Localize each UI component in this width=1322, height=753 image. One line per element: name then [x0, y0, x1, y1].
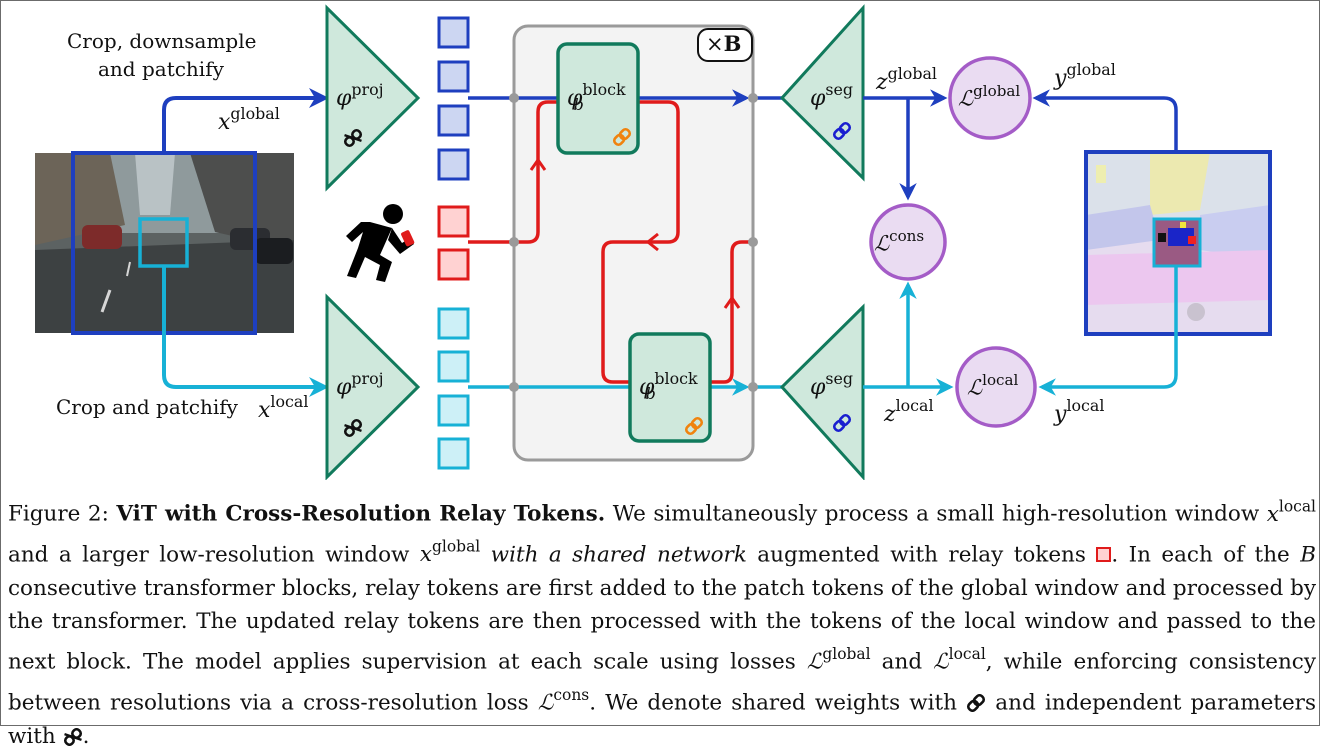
times-b-label: ×B: [706, 31, 742, 56]
segmentation-global-box: [1084, 150, 1272, 336]
global-token: [437, 148, 470, 181]
phi-seg-local-label: φseg: [810, 369, 854, 400]
phi-block-global-label: φblockb: [567, 80, 626, 115]
relay-token-path: [468, 100, 753, 384]
phi-proj-global-label: φproj: [336, 80, 384, 111]
relay-token: [437, 205, 470, 238]
local-token: [437, 394, 470, 427]
x-global-label: xglobal: [218, 104, 280, 135]
local-token: [437, 350, 470, 383]
chain-link-icon: [684, 416, 704, 436]
z-local-label: zlocal: [884, 396, 934, 427]
y-global-label: yglobal: [1054, 60, 1116, 91]
local-tokens: [437, 307, 470, 470]
relay-tokens: [437, 205, 470, 281]
phi-seg-global-label: φseg: [810, 80, 854, 111]
y-local-path: [1038, 266, 1178, 396]
loss-local-label: ℒlocal: [967, 371, 1019, 400]
global-input-path: [162, 88, 329, 153]
architecture-diagram: [35, 4, 1272, 480]
and-patchify-label: and patchify: [98, 57, 224, 81]
junction-dots: [509, 93, 758, 392]
global-token: [437, 104, 470, 137]
global-token: [437, 16, 470, 49]
y-local-label: ylocal: [1054, 396, 1105, 427]
segmentation-label-image: [1086, 152, 1270, 334]
crop-downsample-label: Crop, downsample: [67, 29, 257, 53]
figure-caption: Figure 2: ViT with Cross-Resolution Rela…: [8, 497, 1317, 749]
repeat-b-badge: [697, 28, 753, 62]
global-tokens: [437, 16, 470, 181]
broken-chain-icon: [63, 727, 82, 746]
broken-chain-icon: [343, 128, 363, 148]
z-global-label: zglobal: [876, 64, 937, 95]
crop-and-patchify-label: Crop and patchify: [56, 395, 238, 419]
local-input-path: [162, 266, 329, 397]
relay-token: [437, 248, 470, 281]
chain-link-icon: [612, 127, 632, 147]
y-global-path: [1032, 89, 1178, 152]
local-transformer-block: [628, 332, 712, 443]
global-projection-module: [325, 4, 421, 192]
global-token: [437, 60, 470, 93]
broken-chain-icon: [343, 418, 363, 438]
local-token: [437, 437, 470, 470]
loss-global-label: ℒglobal: [958, 82, 1021, 111]
local-seg-head: [779, 303, 865, 480]
phi-block-local-label: φblockb: [639, 369, 698, 404]
loss-global-circle: [948, 56, 1032, 140]
caption-title: ViT with Cross-Resolution Relay Tokens.: [116, 501, 606, 527]
loss-cons-circle: [869, 203, 947, 281]
chain-link-icon: [967, 694, 986, 713]
relay-flow-arrowheads: [529, 157, 741, 309]
phi-proj-local-label: φproj: [336, 369, 384, 400]
figure-number: Figure 2:: [8, 501, 109, 527]
input-street-image: [35, 153, 294, 333]
loss-cons-label: ℒcons: [874, 227, 925, 256]
global-transformer-block: [556, 42, 640, 155]
x-local-label: xlocal: [258, 392, 309, 423]
local-token: [437, 307, 470, 340]
loss-local-circle: [955, 346, 1037, 428]
local-projection-module: [325, 293, 421, 480]
running-person-icon: [346, 204, 415, 282]
chain-link-icon: [832, 413, 852, 433]
chain-link-icon: [832, 121, 852, 141]
relay-token-symbol: [1096, 547, 1112, 563]
